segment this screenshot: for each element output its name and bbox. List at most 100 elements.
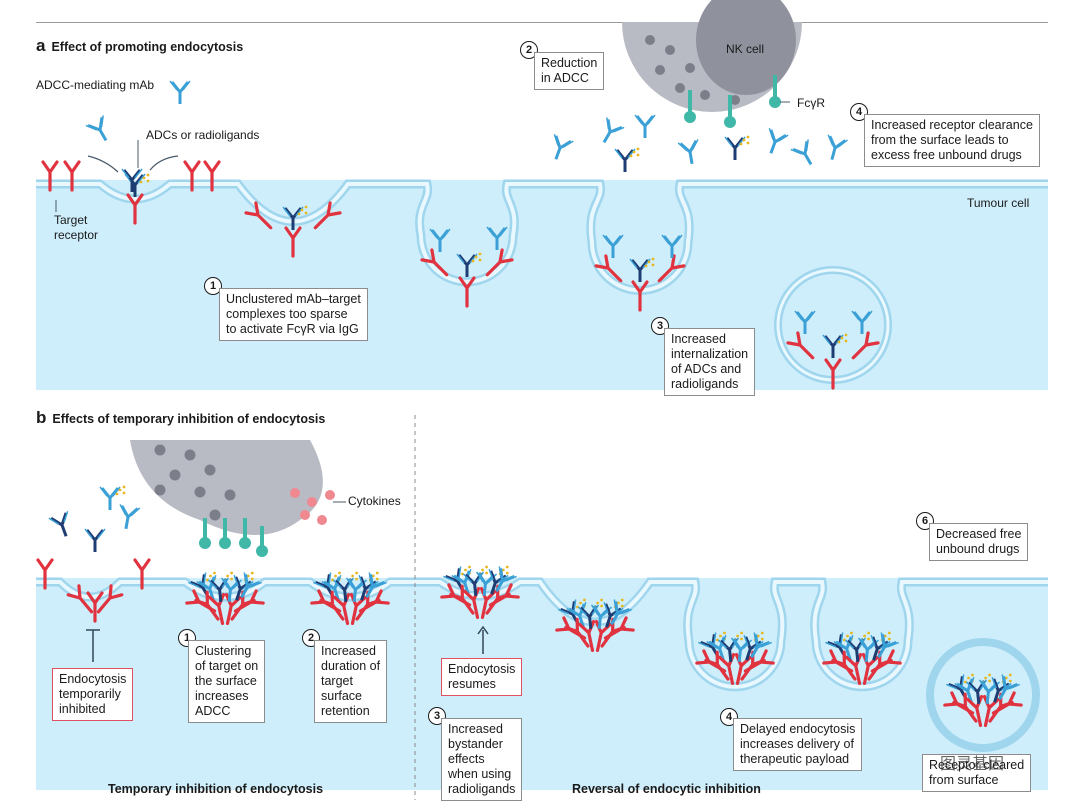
cluster-b3-antibody-4 [488,569,509,595]
target-receptor-label: Target receptor [54,213,99,242]
receptor-a-in-7 [824,358,842,390]
free-antibody-b-2 [119,504,141,530]
membrane-b-inner [36,580,1048,689]
panel-b-letter: b [36,408,47,427]
free-antibody-b-1 [48,511,69,537]
antibody-a-in-0 [429,228,451,252]
receptor-a-in-3 [594,254,623,283]
adc-a-in-0 [456,253,478,277]
free-antibody-a-4 [634,114,656,138]
cluster-b2-receptor-1 [319,590,345,621]
receptor-b-dip-2 [96,584,124,614]
payload-a-in-2 [837,333,848,344]
arrow-a-right [149,155,179,171]
receptor-b-dip-1 [86,591,104,623]
step-b1-number: 1 [178,629,196,647]
nk-granule-a-5 [700,90,710,100]
resume-arrow-head [477,625,489,635]
vesicle-b [926,638,1040,752]
payload-a-in-1 [644,257,655,268]
cluster-b5-antibody-5 [750,632,772,659]
receptor-a-in-4 [631,280,649,312]
free-antibody-b-0 [99,486,121,510]
nk-granule-a-3 [685,63,695,73]
step-a4-box: Increased receptor clearance from the su… [864,114,1040,167]
membrane-a-inner [36,182,1048,293]
receptor-b-dip-0 [66,584,94,614]
cluster-b3-antibody-5 [495,566,517,593]
cluster-b6-receptor-1 [831,650,857,681]
step-b3-box: Increased bystander effects when using r… [441,718,523,801]
receptor-a-in-2 [485,248,514,277]
nk-granule-b-1 [184,449,196,461]
cluster-b1-receptor-5 [233,589,265,613]
adc-a-in-1 [629,258,651,282]
receptor-a-dip [126,193,144,225]
payload-a-free [739,135,750,146]
free-antibody-b-3 [84,528,106,552]
cluster-b7-receptor-5 [991,691,1023,715]
cluster-b5-receptor-1 [704,650,730,681]
nk-granule-b-7 [209,509,221,521]
step-a1-box: Unclustered mAb–target complexes too spa… [219,288,368,341]
receptor-a-2 [183,160,201,192]
cluster-b2-antibody-0 [313,572,335,599]
panel-b-title: Effects of temporary inhibition of endoc… [52,412,326,426]
cytokine-4 [317,515,327,525]
adc-a-free [724,136,746,160]
adc-a-in-2 [822,334,844,358]
adc-label: ADCs or radioligands [146,128,260,142]
cluster-b4-receptor-5 [603,616,635,640]
panel-a-letter: a [36,36,46,55]
tumour-cell-label: Tumour cell [967,196,1030,210]
payload-a-free2 [629,147,640,158]
adc-a-free2 [614,148,636,172]
step-a1-number: 1 [204,277,222,295]
cluster-b3-receptor-1 [449,584,475,615]
antibody-a-in-4 [794,310,816,334]
receptor-a-in-5 [657,254,686,283]
mab-label: ADCC-mediating mAb [36,78,155,92]
nk-granule-a-2 [655,65,665,75]
nk-granule-b-2 [169,469,181,481]
fcyr-b-head-1 [219,537,231,549]
step-a2-number: 2 [520,41,538,59]
top-rule [36,22,1048,23]
cluster-b4-antibody-5 [610,599,632,626]
panel-b-header: b Effects of temporary inhibition of endo… [36,408,325,428]
step-b1-box: Clustering of target on the surface incr… [188,640,266,723]
cytokine-1 [307,497,317,507]
nk-granule-b-3 [204,464,216,476]
step-b5-box: Receptor cleared from surface [922,754,1032,792]
fcyr-b-head-0 [199,537,211,549]
receptor-a-1 [63,160,81,192]
nk-granule-a-6 [730,95,740,105]
footer-left: Temporary inhibition of endocytosis [108,782,324,796]
cluster-b5-receptor-5 [743,649,775,673]
cytokine-3 [300,510,310,520]
cluster-b6-receptor-5 [870,649,902,673]
cluster-b6-antibody-5 [877,632,899,659]
fcyr-label: FcγR [797,96,825,110]
cluster-b3-receptor-5 [488,583,520,607]
receptor-b-1 [133,558,151,590]
cluster-b7-antibody-5 [998,674,1020,701]
cytokine-2 [325,490,335,500]
endocytosis-resumes-box: Endocytosis resumes [441,658,523,696]
receptor-a-in-0 [420,248,449,277]
step-a4-number: 4 [850,103,868,121]
fcyr-b-head-2 [239,537,251,549]
free-antibody-a-8 [827,134,848,160]
payload-a-in-0 [471,252,482,263]
fcyr-a-head-0 [684,111,696,123]
fcyr-a-head-1 [724,116,736,128]
nk-granule-a-4 [675,83,685,93]
cluster-b2-receptor-5 [358,589,390,613]
receptor-a-pit-1 [284,226,302,258]
cluster-b4-receptor-1 [564,617,590,648]
watermark: 图灵基因 [940,756,1005,773]
cytokine-0 [290,488,300,498]
tumour-cell-a [36,180,1048,390]
antibody-a-in-1 [486,226,508,250]
